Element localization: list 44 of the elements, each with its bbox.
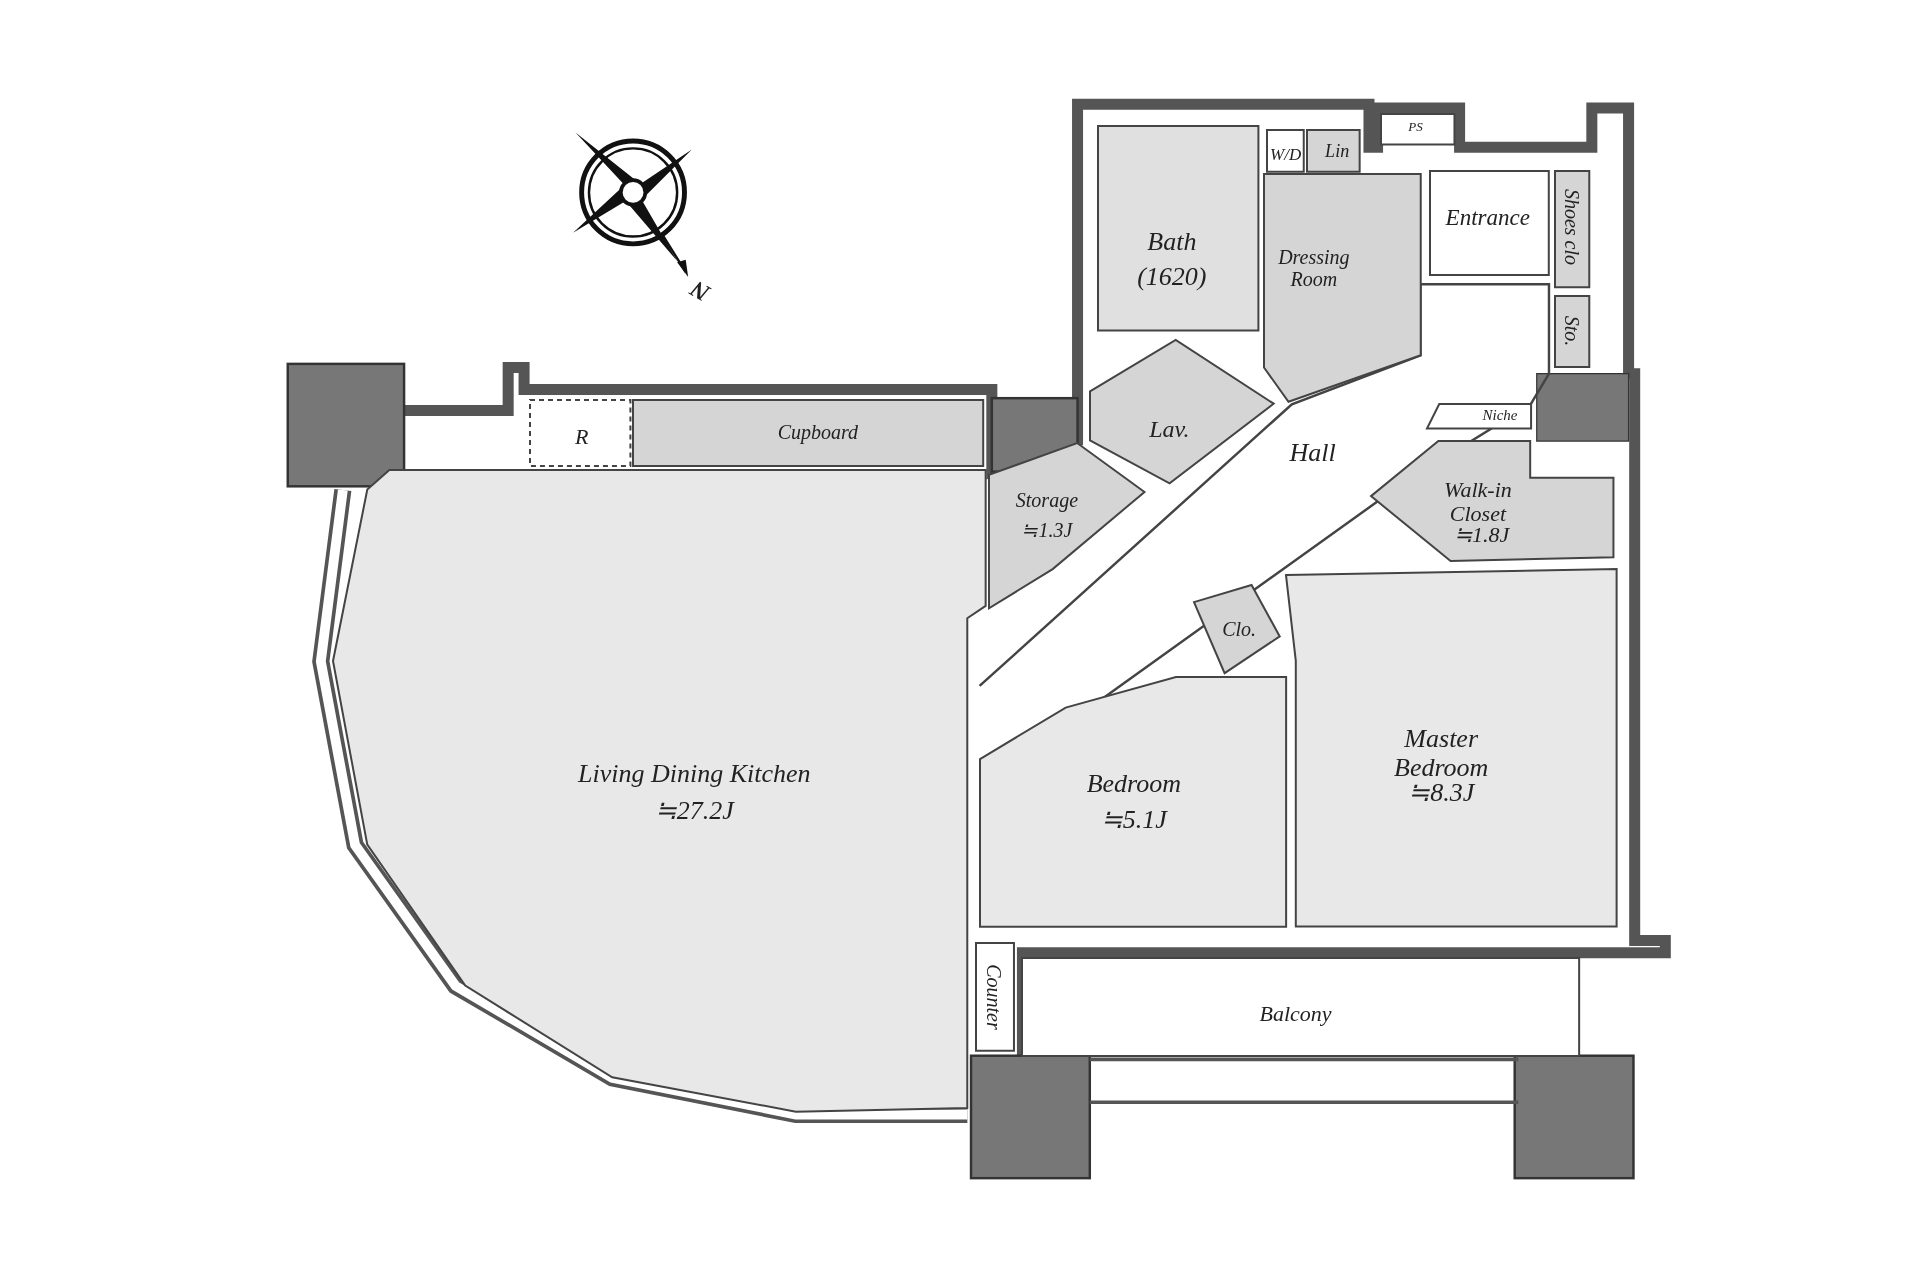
room-label: ≒27.2J xyxy=(654,796,734,825)
room-floor xyxy=(1193,585,1280,674)
room-label: Dressing Room xyxy=(1277,246,1351,291)
room-floor xyxy=(1306,129,1360,172)
room-label: Niche xyxy=(1482,406,1518,424)
room-floor xyxy=(1371,440,1614,561)
room-label: R xyxy=(574,425,589,450)
room-floor xyxy=(975,942,1014,1051)
room-label: Clo. xyxy=(1222,618,1257,641)
room-floor xyxy=(1267,129,1305,172)
room-label: Storage xyxy=(1015,488,1079,511)
room-floor xyxy=(1263,173,1421,402)
room-label: Balcony xyxy=(1259,1001,1332,1026)
room-floor xyxy=(333,470,986,1112)
room-label: ≒5.1J xyxy=(1100,806,1167,835)
room-floor xyxy=(1426,404,1531,429)
room-label: Counter xyxy=(983,963,1006,1030)
room-label: PS xyxy=(1408,120,1423,135)
room-floor xyxy=(1098,126,1259,331)
room-label: Lav. xyxy=(1149,415,1190,442)
room-label: Shoes clo xyxy=(1561,188,1584,265)
room-label: ≒1.3J xyxy=(1021,519,1073,542)
room-floor xyxy=(1381,113,1455,145)
room-floor xyxy=(1285,569,1617,927)
room-floor xyxy=(989,443,1145,609)
room-floor xyxy=(1089,340,1274,484)
room-floor xyxy=(1555,296,1590,368)
room-label: Lin xyxy=(1325,141,1350,162)
room-floor xyxy=(530,400,631,467)
room-floor xyxy=(1430,171,1549,276)
room-label: (1620) xyxy=(1137,262,1207,291)
room-floor xyxy=(633,400,984,467)
room-label: Hall xyxy=(1289,438,1336,468)
room-floor xyxy=(1555,171,1590,288)
room-label: Cupboard xyxy=(777,421,859,444)
north-label: N xyxy=(686,275,715,308)
room-label: Sto. xyxy=(1561,315,1584,346)
room-floor xyxy=(979,677,1286,927)
room-floor xyxy=(1022,957,1580,1056)
room-label: Bath xyxy=(1147,228,1197,257)
room-label: W/D xyxy=(1270,146,1302,165)
room-label: Living Dining Kitchen xyxy=(578,759,811,789)
room-label: Bedroom xyxy=(1086,769,1182,798)
room-label: Entrance xyxy=(1445,205,1530,231)
